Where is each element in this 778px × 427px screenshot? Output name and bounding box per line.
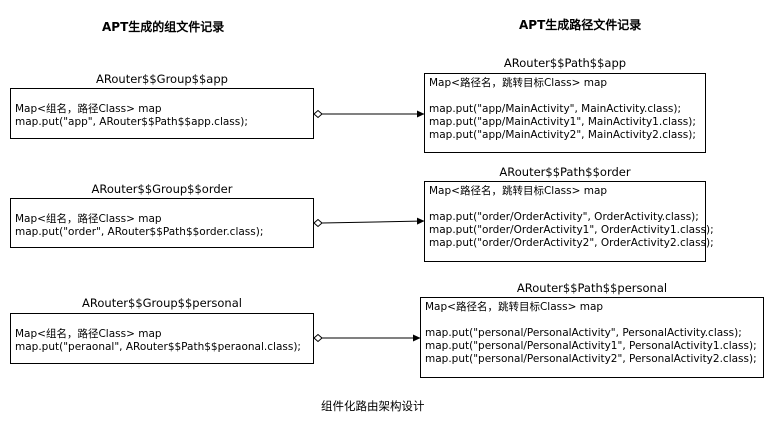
group-order-map-decl: Map<组名，路径Class> map <box>15 213 162 225</box>
group-files-heading: APT生成的组文件记录 <box>102 20 225 34</box>
group-personal-box: Map<组名，路径Class> map map.put("peraonal", … <box>10 313 314 364</box>
connector-app <box>313 109 425 119</box>
path-files-heading: APT生成路径文件记录 <box>519 18 642 32</box>
path-personal-put-1: map.put("personal/PersonalActivity", Per… <box>425 327 742 339</box>
path-app-map-decl: Map<路径名，跳转目标Class> map <box>429 77 608 89</box>
group-personal-map-decl: Map<组名，路径Class> map <box>15 328 162 340</box>
group-app-box: Map<组名，路径Class> map map.put("app", ARout… <box>10 88 314 139</box>
group-order-put: map.put("order", ARouter$$Path$$order.cl… <box>15 226 264 238</box>
connector-order <box>313 217 425 228</box>
path-app-box: Map<路径名，跳转目标Class> map map.put("app/Main… <box>424 73 706 153</box>
path-order-put-1: map.put("order/OrderActivity", OrderActi… <box>429 211 699 223</box>
path-personal-title: ARouter$$Path$$personal <box>516 281 668 295</box>
path-order-box: Map<路径名，跳转目标Class> map map.put("order/Or… <box>424 181 714 262</box>
path-app-title: ARouter$$Path$$app <box>503 56 627 70</box>
path-order-title: ARouter$$Path$$order <box>499 165 631 179</box>
group-app-map-decl: Map<组名，路径Class> map <box>15 103 162 115</box>
aggregation-diamond-icon <box>313 218 323 228</box>
diagram-caption: 组件化路由架构设计 <box>321 399 425 413</box>
path-app-put-3: map.put("app/MainActivity2", MainActivit… <box>429 129 696 141</box>
group-order-box: Map<组名，路径Class> map map.put("order", ARo… <box>10 198 314 248</box>
connector-personal <box>313 333 421 343</box>
path-personal-map-decl: Map<路径名，跳转目标Class> map <box>425 301 604 313</box>
group-app-put: map.put("app", ARouter$$Path$$app.class)… <box>15 116 248 128</box>
path-app-put-2: map.put("app/MainActivity1", MainActivit… <box>429 116 696 128</box>
path-personal-put-3: map.put("personal/PersonalActivity2", Pe… <box>425 353 757 365</box>
path-order-put-3: map.put("order/OrderActivity2", OrderAct… <box>429 237 714 249</box>
path-order-put-2: map.put("order/OrderActivity1", OrderAct… <box>429 224 714 236</box>
group-personal-put: map.put("peraonal", ARouter$$Path$$perao… <box>15 341 301 353</box>
path-app-put-1: map.put("app/MainActivity", MainActivity… <box>429 103 682 115</box>
path-personal-box: Map<路径名，跳转目标Class> map map.put("personal… <box>420 297 764 378</box>
aggregation-diamond-icon <box>313 333 323 343</box>
aggregation-diamond-icon <box>313 109 323 119</box>
path-order-map-decl: Map<路径名，跳转目标Class> map <box>429 185 608 197</box>
group-order-title: ARouter$$Group$$order <box>91 182 233 196</box>
path-personal-put-2: map.put("personal/PersonalActivity1", Pe… <box>425 340 757 352</box>
group-app-title: ARouter$$Group$$app <box>96 72 228 86</box>
group-personal-title: ARouter$$Group$$personal <box>82 296 242 310</box>
